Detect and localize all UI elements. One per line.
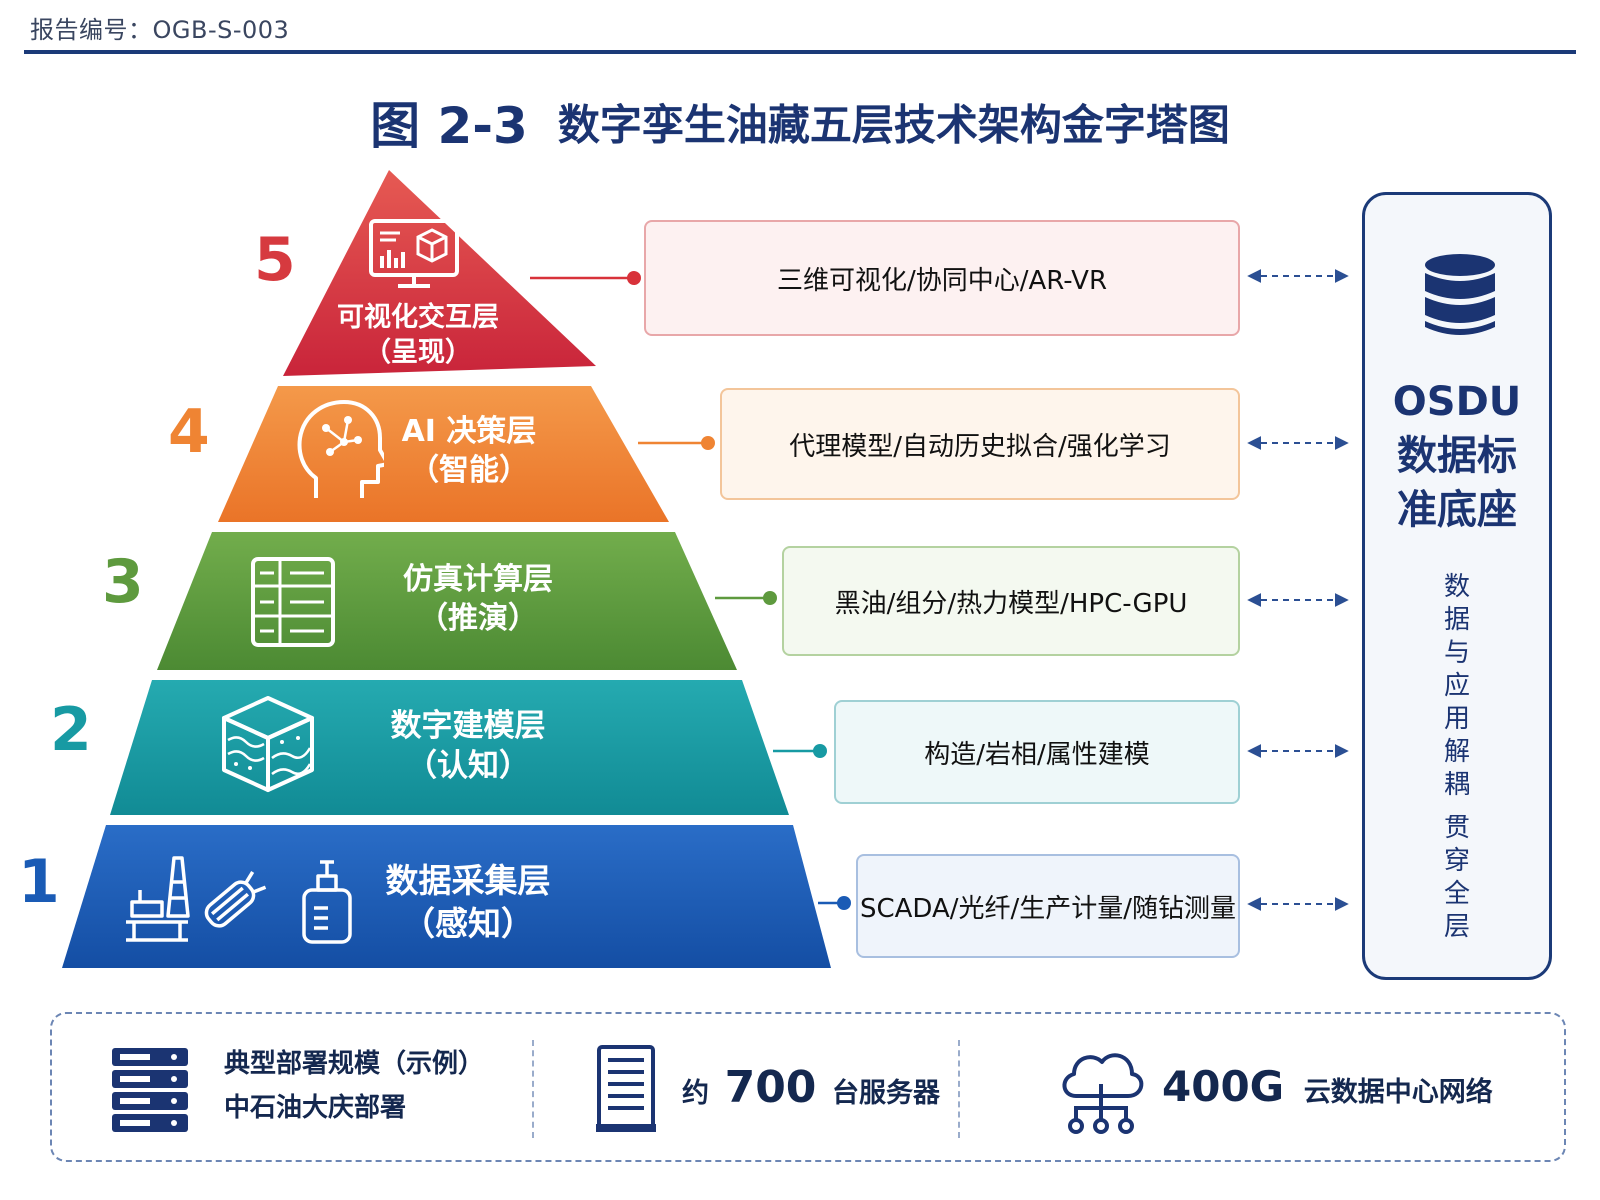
osdu-panel: OSDU 数据标 准底座 数 据 与 应 用 解 耦 贯 穿 全 层	[1362, 192, 1552, 980]
server-count: 700	[724, 1062, 817, 1113]
connector-5	[530, 271, 641, 285]
deployment-network: 400G 云数据中心网络	[1162, 1062, 1493, 1111]
figure-number: 图 2-3	[370, 97, 528, 155]
layer-role-4: （智能）	[409, 453, 529, 488]
osdu-sub-char: 应	[1443, 671, 1470, 701]
monitor-cube-icon	[369, 219, 459, 288]
layer-label-2: 数字建模层 （认知）	[378, 706, 558, 787]
osdu-title-line-1: OSDU	[1392, 379, 1522, 425]
connector-3	[715, 591, 777, 605]
osdu-sub-char: 贯	[1443, 813, 1470, 843]
osdu-sub-char: 全	[1443, 879, 1470, 909]
osdu-sub-char: 耦	[1443, 770, 1470, 800]
connector-4	[638, 436, 715, 450]
layer-number-4: 4	[168, 397, 210, 467]
layer-label-3: 仿真计算层 （推演）	[388, 560, 568, 638]
header-divider	[24, 50, 1576, 54]
pyramid-band-4	[218, 386, 669, 522]
connector-2	[773, 744, 827, 758]
layer-name-1: 数据采集层	[385, 861, 551, 900]
deployment-divider-1	[532, 1040, 534, 1138]
server-tower-icon	[596, 1045, 656, 1132]
server-stack-icon	[112, 1048, 188, 1132]
pyramid-band-2	[110, 680, 789, 815]
layer-name-5: 可视化交互层	[337, 302, 499, 333]
osdu-title-line-2: 数据标	[1397, 433, 1517, 479]
figure-name: 数字孪生油藏五层技术架构金字塔图	[557, 100, 1230, 150]
layer-number-2: 2	[50, 695, 92, 765]
osdu-title: OSDU 数据标 准底座	[1365, 375, 1549, 537]
osdu-subtitle: 数 据 与 应 用 解 耦 贯 穿 全 层	[1365, 571, 1549, 944]
layer-number-3: 3	[102, 547, 144, 617]
deployment-summary: 典型部署规模（示例） 中石油大庆部署 约 700 台服务器 400G 云数据中心…	[50, 1012, 1566, 1162]
pyramid-band-3	[157, 532, 737, 670]
oil-facility-icon	[126, 856, 352, 944]
server-count-prefix: 约	[682, 1078, 709, 1109]
layer-name-3: 仿真计算层	[403, 562, 553, 597]
layer-role-3: （推演）	[418, 601, 538, 636]
server-count-suffix: 台服务器	[832, 1078, 941, 1109]
layer-number-5: 5	[254, 225, 296, 295]
deployment-example-title: 典型部署规模（示例）	[224, 1049, 485, 1079]
network-label: 云数据中心网络	[1303, 1077, 1493, 1108]
geo-cube-icon	[222, 696, 314, 792]
osdu-sub-char: 层	[1443, 912, 1470, 942]
osdu-sub-char: 据	[1443, 605, 1470, 635]
osdu-sub-char: 数	[1443, 572, 1470, 602]
osdu-title-line-3: 准底座	[1397, 487, 1517, 533]
network-speed: 400G	[1162, 1062, 1285, 1111]
layer-desc-1: SCADA/光纤/生产计量/随钻测量	[856, 854, 1240, 958]
ai-head-icon	[297, 400, 384, 498]
layer-role-2: （认知）	[406, 748, 530, 785]
osdu-sub-gap	[1365, 802, 1549, 812]
layer-role-5: （呈现）	[364, 337, 472, 369]
osdu-sub-char: 穿	[1443, 846, 1470, 876]
osdu-sub-char: 用	[1443, 704, 1470, 734]
deployment-servers: 约 700 台服务器	[682, 1062, 940, 1113]
cloud-network-icon	[1062, 1053, 1144, 1134]
osdu-sub-char: 解	[1443, 737, 1470, 767]
layer-desc-2: 构造/岩相/属性建模	[834, 700, 1240, 804]
layer-name-2: 数字建模层	[390, 708, 546, 744]
server-rack-icon	[251, 557, 335, 647]
layer-label-1: 数据采集层 （感知）	[378, 860, 558, 946]
layer-label-4: AI 决策层 （智能）	[394, 412, 544, 490]
layer-label-5: 可视化交互层 （呈现）	[333, 300, 503, 370]
connector-1	[818, 896, 851, 910]
figure-title: 图 2-3 数字孪生油藏五层技术架构金字塔图	[0, 86, 1600, 158]
layer-desc-5: 三维可视化/协同中心/AR-VR	[644, 220, 1240, 336]
deployment-divider-2	[958, 1040, 960, 1138]
pyramid-band-1	[62, 825, 831, 968]
osdu-sub-char: 与	[1443, 638, 1470, 668]
layer-role-1: （感知）	[402, 903, 534, 943]
database-icon	[1425, 254, 1495, 335]
layer-number-1: 1	[18, 847, 60, 917]
deployment-example: 典型部署规模（示例） 中石油大庆部署	[224, 1042, 484, 1130]
report-number: 报告编号：OGB-S-003	[30, 16, 290, 44]
layer-desc-4: 代理模型/自动历史拟合/强化学习	[720, 388, 1240, 500]
layer-name-4: AI 决策层	[401, 414, 537, 449]
deployment-example-site: 中石油大庆部署	[224, 1093, 407, 1123]
layer-desc-3: 黑油/组分/热力模型/HPC-GPU	[782, 546, 1240, 656]
